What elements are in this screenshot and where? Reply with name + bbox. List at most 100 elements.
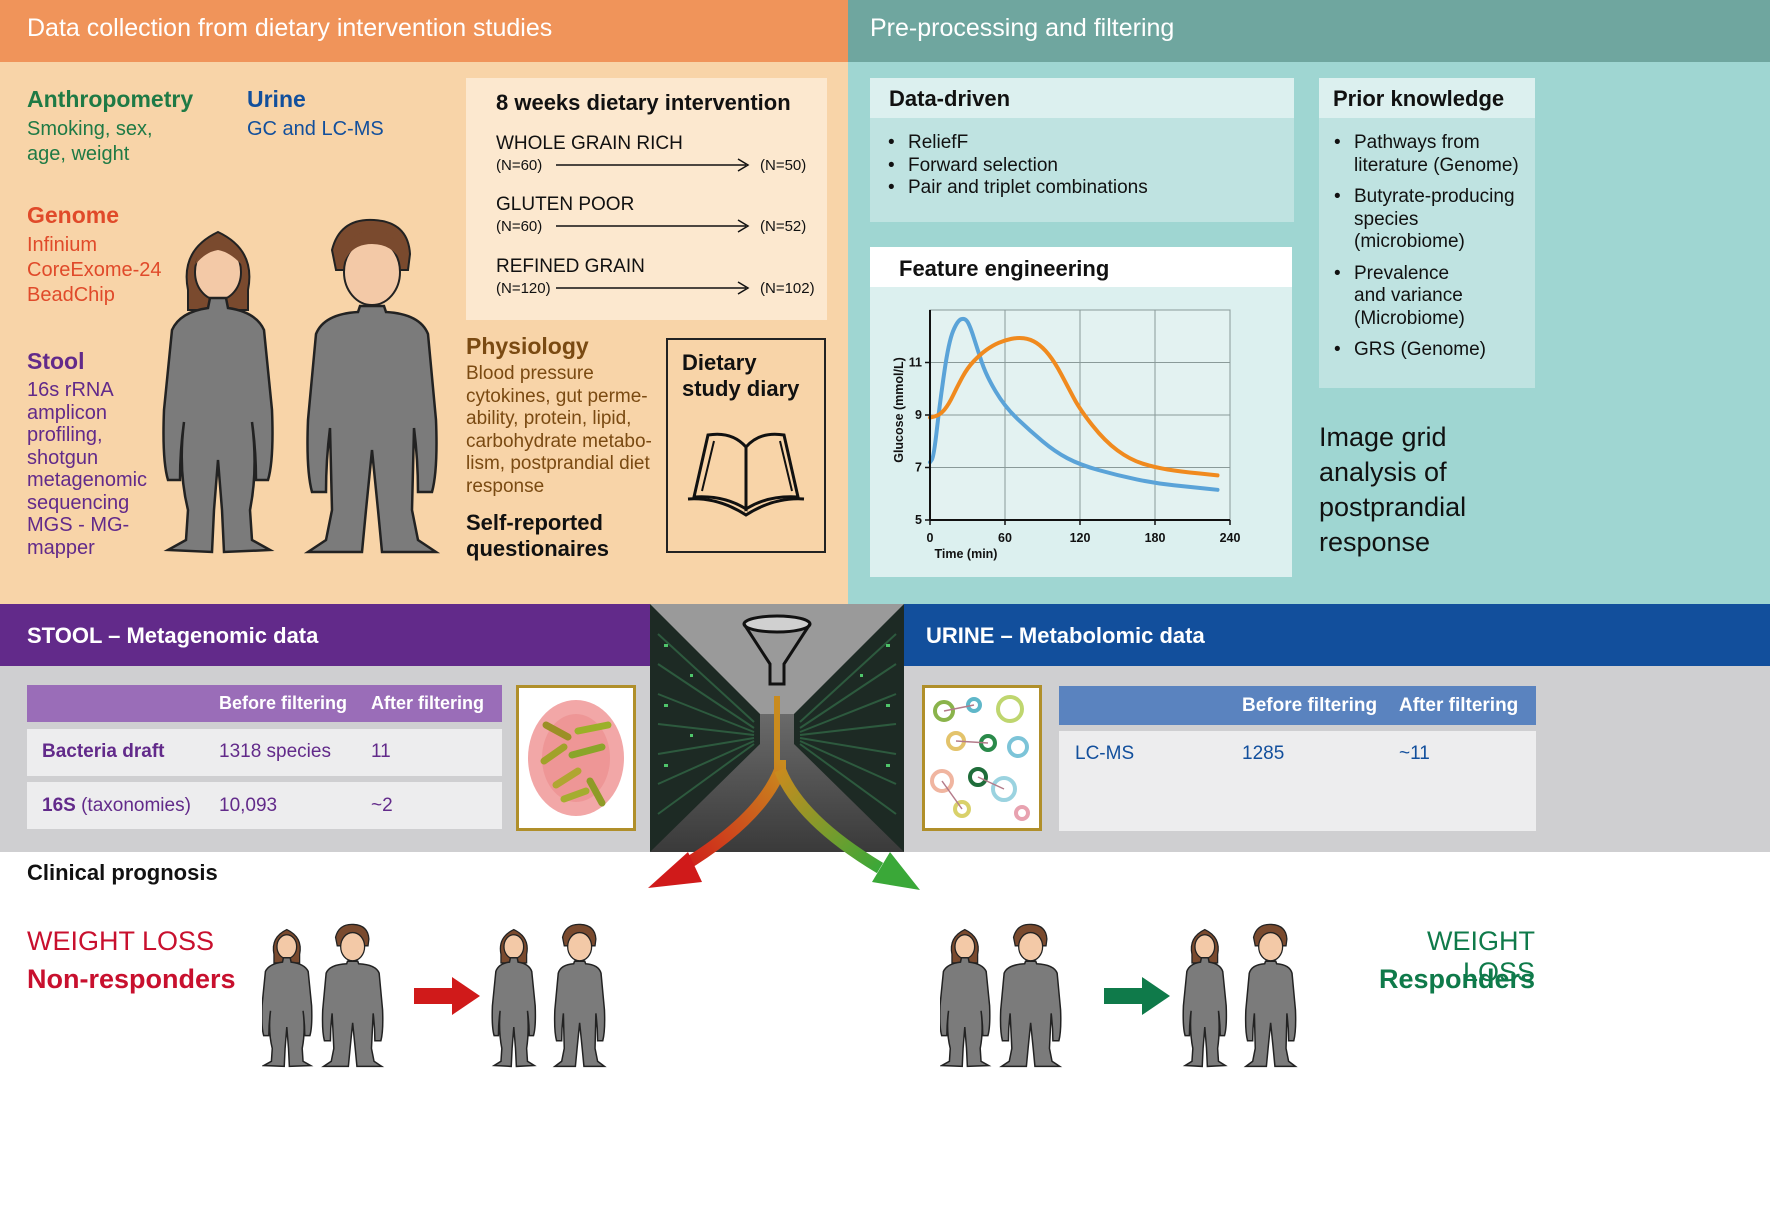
series-line-1 bbox=[928, 336, 1220, 478]
arm-name: WHOLE GRAIN RICH bbox=[496, 133, 683, 154]
arm-arrow bbox=[556, 281, 750, 295]
series-line-0 bbox=[928, 316, 1220, 492]
urine-col-after: After filtering bbox=[1399, 695, 1519, 716]
data-driven-list: ReliefF Forward selection Pair and tripl… bbox=[884, 132, 1148, 200]
couple-before-resp bbox=[940, 923, 1062, 1068]
arm-refined-grain: REFINED GRAIN (N=120) (N=102) bbox=[496, 256, 816, 304]
x-tick-label: 240 bbox=[1220, 531, 1241, 545]
preprocessing-header bbox=[848, 0, 1770, 62]
intervention-title: 8 weeks dietary intervention bbox=[496, 90, 791, 115]
stool-title: Stool bbox=[27, 348, 85, 374]
arm-n-end: (N=50) bbox=[760, 157, 807, 174]
urine-title: Urine bbox=[247, 86, 306, 112]
stool-row-after: 11 bbox=[371, 741, 391, 762]
urine-row-label: LC-MS bbox=[1075, 743, 1135, 764]
stool-row-label: Bacteria draft bbox=[42, 741, 165, 762]
chart-xlabel: Time (min) bbox=[935, 547, 998, 561]
arm-name: REFINED GRAIN bbox=[496, 256, 645, 277]
urine-lines: GC and LC-MS bbox=[247, 118, 384, 140]
arm-n-end: (N=102) bbox=[760, 280, 815, 297]
book-icon bbox=[687, 432, 805, 517]
list-item: ReliefF bbox=[884, 132, 1148, 155]
arm-gluten-poor: GLUTEN POOR (N=60) (N=52) bbox=[496, 194, 816, 242]
urine-row-after: ~11 bbox=[1399, 743, 1430, 764]
urine-panel-title: URINE – Metabolomic data bbox=[926, 623, 1205, 648]
list-item: Forward selection bbox=[884, 155, 1148, 178]
non-responders-line1: WEIGHT LOSS bbox=[27, 926, 215, 956]
woman-figure bbox=[162, 230, 275, 554]
physiology-lines: Blood pressure cytokines, gut perme- abi… bbox=[466, 363, 652, 497]
prognosis-title: Clinical prognosis bbox=[27, 860, 218, 885]
stool-panel-header bbox=[0, 604, 650, 666]
metabolites-image bbox=[922, 685, 1042, 831]
arm-n-start: (N=120) bbox=[496, 280, 551, 297]
y-tick-label: 9 bbox=[915, 408, 922, 422]
responders-line2: Responders bbox=[1378, 964, 1535, 994]
arm-n-start: (N=60) bbox=[496, 157, 543, 174]
preprocessing-title: Pre-processing and filtering bbox=[870, 14, 1175, 42]
arm-name: GLUTEN POOR bbox=[496, 194, 635, 215]
x-tick-label: 180 bbox=[1145, 531, 1166, 545]
urine-table-header bbox=[1059, 686, 1536, 725]
couple-after-nonresp bbox=[491, 923, 606, 1068]
data-driven-title: Data-driven bbox=[889, 86, 1011, 111]
anthropometry-lines: Smoking, sex, age, weight bbox=[27, 118, 153, 165]
right-server-rack bbox=[794, 604, 904, 852]
x-tick-label: 0 bbox=[927, 531, 934, 545]
couple-after-resp bbox=[1182, 923, 1297, 1068]
physiology-title: Physiology bbox=[466, 333, 589, 359]
data-collection-header bbox=[0, 0, 848, 62]
y-tick-label: 5 bbox=[915, 513, 922, 527]
data-driven-title-bg bbox=[870, 78, 1294, 118]
stool-row-before: 1318 species bbox=[219, 741, 331, 762]
intervention-box bbox=[466, 78, 827, 320]
list-item: Pair and triplet combinations bbox=[884, 177, 1148, 200]
urine-row-before: 1285 bbox=[1242, 743, 1285, 764]
genome-lines: Infinium CoreExome-24 BeadChip bbox=[27, 234, 162, 306]
anthropometry-title: Anthropometry bbox=[27, 86, 194, 112]
data-collection-title: Data collection from dietary interventio… bbox=[27, 14, 553, 42]
server-funnel-image bbox=[650, 604, 904, 852]
arm-n-end: (N=52) bbox=[760, 218, 807, 235]
stool-panel-title: STOOL – Metagenomic data bbox=[27, 623, 319, 648]
self-reported-title: Self-reported questionaires bbox=[466, 510, 610, 561]
left-server-rack bbox=[650, 604, 760, 852]
non-responders-line2: Non-responders bbox=[27, 964, 236, 994]
chart-lines bbox=[928, 316, 1220, 492]
stool-col-before: Before filtering bbox=[219, 693, 348, 713]
urine-panel-header bbox=[904, 604, 1770, 666]
feature-engineering-title-bg bbox=[870, 247, 1292, 287]
responders-line1: WEIGHT LOSS bbox=[1427, 926, 1535, 987]
arm-whole-grain: WHOLE GRAIN RICH (N=60) (N=50) bbox=[496, 133, 816, 181]
chart-ylabel: Glucose (mmol/L) bbox=[892, 357, 906, 463]
glucose-chart: 0 60 120 180 240 5 7 9 11 Glucose (mmol/L) Time … bbox=[892, 309, 1241, 561]
stool-row-after: ~2 bbox=[371, 795, 393, 816]
diary-box bbox=[666, 338, 826, 553]
list-item: GRS (Genome) bbox=[1330, 339, 1519, 362]
red-arrow-icon bbox=[414, 977, 480, 1015]
chart-axes: 0 60 120 180 240 5 7 9 11 bbox=[909, 310, 1241, 545]
feature-engineering-title: Feature engineering bbox=[899, 256, 1110, 281]
stool-col-after: After filtering bbox=[371, 693, 485, 713]
genome-title: Genome bbox=[27, 202, 120, 228]
y-tick-label: 11 bbox=[909, 356, 922, 370]
arm-arrow bbox=[556, 219, 750, 233]
bacteria-image bbox=[516, 685, 636, 831]
table-row bbox=[1059, 731, 1536, 831]
table-row bbox=[27, 729, 502, 776]
y-tick-label: 7 bbox=[915, 461, 922, 475]
couple-figures bbox=[162, 218, 441, 554]
x-tick-label: 120 bbox=[1070, 531, 1091, 545]
stool-row-before: 10,093 bbox=[219, 795, 278, 816]
green-arrow-icon bbox=[1104, 977, 1170, 1015]
diary-title: Dietary study diary bbox=[682, 350, 800, 401]
x-tick-label: 60 bbox=[998, 531, 1012, 545]
funnel-icon bbox=[742, 614, 812, 686]
man-figure bbox=[303, 218, 441, 554]
table-row bbox=[27, 782, 502, 829]
image-grid-text: Image grid analysis of postprandial resp… bbox=[1319, 422, 1467, 557]
arm-arrow bbox=[556, 158, 750, 172]
